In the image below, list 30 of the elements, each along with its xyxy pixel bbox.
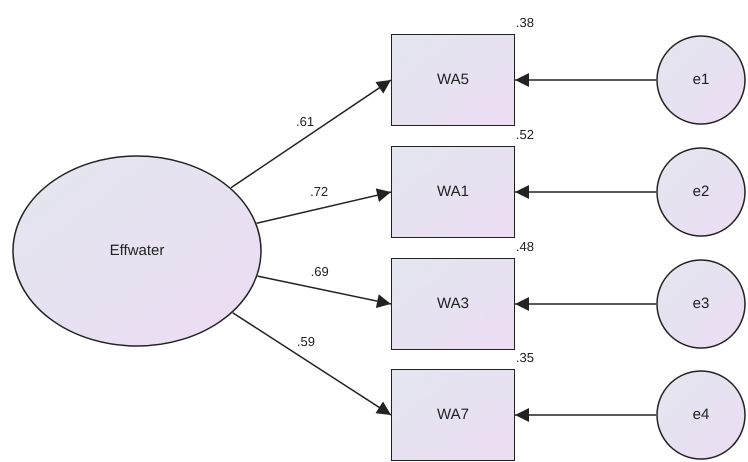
edge-label: .59 [296,334,316,348]
node-label: Effwater [110,240,164,261]
arrow [256,188,392,224]
edge-label: .61 [294,115,316,128]
r-squared-value: .35 [516,349,534,367]
node-label: WA1 [437,182,469,202]
node-label: e1 [692,70,710,90]
node-label: e2 [692,182,710,202]
edge-label: .69 [310,264,330,278]
node-label: e3 [692,294,710,314]
error-term-circle [656,147,746,237]
arrow [515,73,656,87]
node-label: WA3 [437,294,469,314]
edge-label: .72 [309,185,330,198]
arrow [232,312,392,416]
arrow [257,275,392,308]
r-squared-value: .38 [516,14,534,32]
arrow [515,185,656,199]
node-label: WA5 [437,70,469,90]
node-label: WA7 [437,404,469,425]
error-term-circle [656,259,746,349]
node-label: e4 [692,404,710,425]
arrow [230,79,392,188]
error-term-circle [656,370,746,460]
arrow [515,297,656,311]
r-squared-value: .48 [516,238,534,256]
latent-variable-ellipse [12,155,262,347]
r-squared-value: .52 [516,126,534,144]
arrow [515,408,656,422]
error-term-circle [656,35,746,125]
